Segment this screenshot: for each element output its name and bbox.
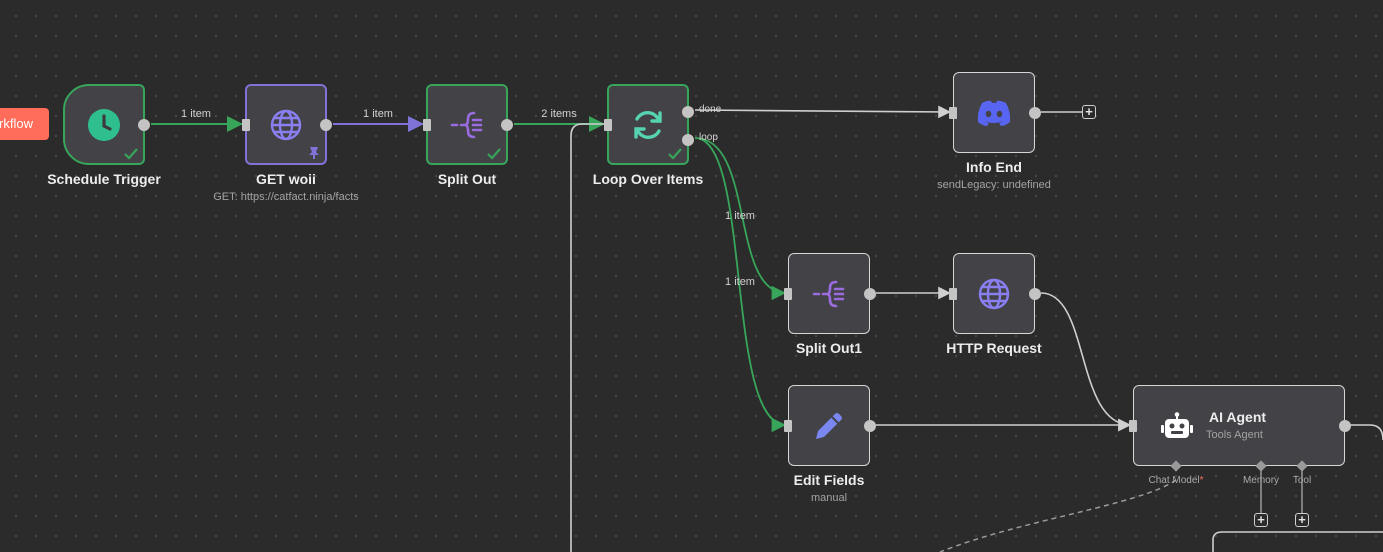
node-http-request[interactable] (949, 253, 1041, 334)
edge-label-loop-edit: 1 item (725, 276, 755, 288)
output-handle[interactable] (501, 118, 513, 131)
input-handle[interactable] (242, 118, 250, 131)
globe-icon (977, 277, 1011, 311)
edge-label-loop-split1: 1 item (725, 210, 755, 222)
clock-icon (87, 108, 121, 142)
edge-chat-model-dashed[interactable] (939, 479, 1177, 552)
port-label-memory: Memory (1242, 475, 1280, 486)
workflow-tag[interactable]: rkflow (0, 108, 49, 140)
edge-http-to-agent[interactable] (1040, 292, 1132, 432)
input-handle[interactable] (423, 118, 431, 131)
edge-tool-bottom[interactable] (1212, 531, 1383, 552)
discord-icon (976, 99, 1012, 127)
split-out-icon (450, 110, 484, 140)
node-get-woii[interactable] (242, 84, 332, 165)
output-handle-loop[interactable] (682, 134, 694, 146)
input-handle[interactable] (784, 419, 792, 432)
node-label-loop-over-items: Loop Over Items (592, 171, 704, 187)
input-handle[interactable] (784, 287, 792, 300)
node-label-edit-fields: Edit Fields (793, 472, 865, 488)
edge-label-trigger-get: 1 item (181, 108, 211, 120)
add-tool-plus-button[interactable]: + (1295, 513, 1309, 527)
pencil-icon (812, 409, 846, 443)
output-handle[interactable] (320, 118, 332, 131)
node-label-get-woii: GET woii (256, 171, 316, 187)
input-handle[interactable] (1129, 419, 1137, 432)
node-loop-over-items[interactable] (604, 84, 694, 165)
node-edit-fields[interactable] (784, 385, 876, 466)
edge-label-get-split: 1 item (363, 108, 393, 120)
node-label-schedule-trigger: Schedule Trigger (47, 171, 161, 187)
success-check-icon (124, 148, 138, 160)
node-info-end[interactable] (949, 72, 1041, 153)
edge-agent-out[interactable] (1350, 424, 1383, 441)
output-handle[interactable] (864, 287, 876, 300)
edge-done-to-info-end[interactable] (694, 105, 952, 119)
output-handle[interactable] (1029, 287, 1041, 300)
output-handle[interactable] (1339, 419, 1351, 432)
pin-icon (308, 146, 320, 160)
success-check-icon (487, 148, 501, 160)
edge-label-split-loop: 2 items (541, 108, 577, 120)
node-subtitle-get-woii: GET: https://catfact.ninja/facts (213, 191, 359, 203)
input-handle[interactable] (949, 106, 957, 119)
node-label-ai-agent: AI Agent (1209, 409, 1267, 425)
output-handle[interactable] (138, 118, 150, 131)
output-handle[interactable] (1029, 106, 1041, 119)
port-label-tool: Tool (1292, 475, 1312, 486)
edge-loop-back[interactable] (570, 123, 605, 552)
globe-icon (269, 108, 303, 142)
node-ai-agent[interactable]: AI Agent Tools Agent (1129, 385, 1351, 466)
output-handle[interactable] (864, 419, 876, 432)
add-node-plus-button[interactable]: + (1082, 105, 1096, 119)
node-label-split-out1: Split Out1 (795, 340, 863, 356)
node-label-info-end: Info End (966, 159, 1022, 175)
node-label-split-out: Split Out (437, 171, 497, 187)
node-subtitle-ai-agent: Tools Agent (1206, 429, 1263, 441)
output-label-loop: loop (699, 132, 718, 143)
node-split-out[interactable] (423, 84, 513, 165)
node-label-http-request: HTTP Request (946, 340, 1042, 356)
output-handle-done[interactable] (682, 106, 694, 118)
success-check-icon (668, 148, 682, 160)
input-handle[interactable] (949, 287, 957, 300)
node-split-out1[interactable] (784, 253, 876, 334)
node-subtitle-info-end: sendLegacy: undefined (937, 179, 1051, 191)
add-memory-plus-button[interactable]: + (1254, 513, 1268, 527)
port-label-chat-model: Chat Model* (1148, 475, 1204, 486)
input-handle[interactable] (604, 118, 612, 131)
node-subtitle-edit-fields: manual (810, 492, 848, 504)
output-label-done: done (699, 104, 722, 115)
split-out-icon (812, 279, 846, 309)
robot-icon (1160, 412, 1194, 440)
loop-icon (630, 107, 666, 143)
node-schedule-trigger[interactable] (63, 84, 150, 165)
